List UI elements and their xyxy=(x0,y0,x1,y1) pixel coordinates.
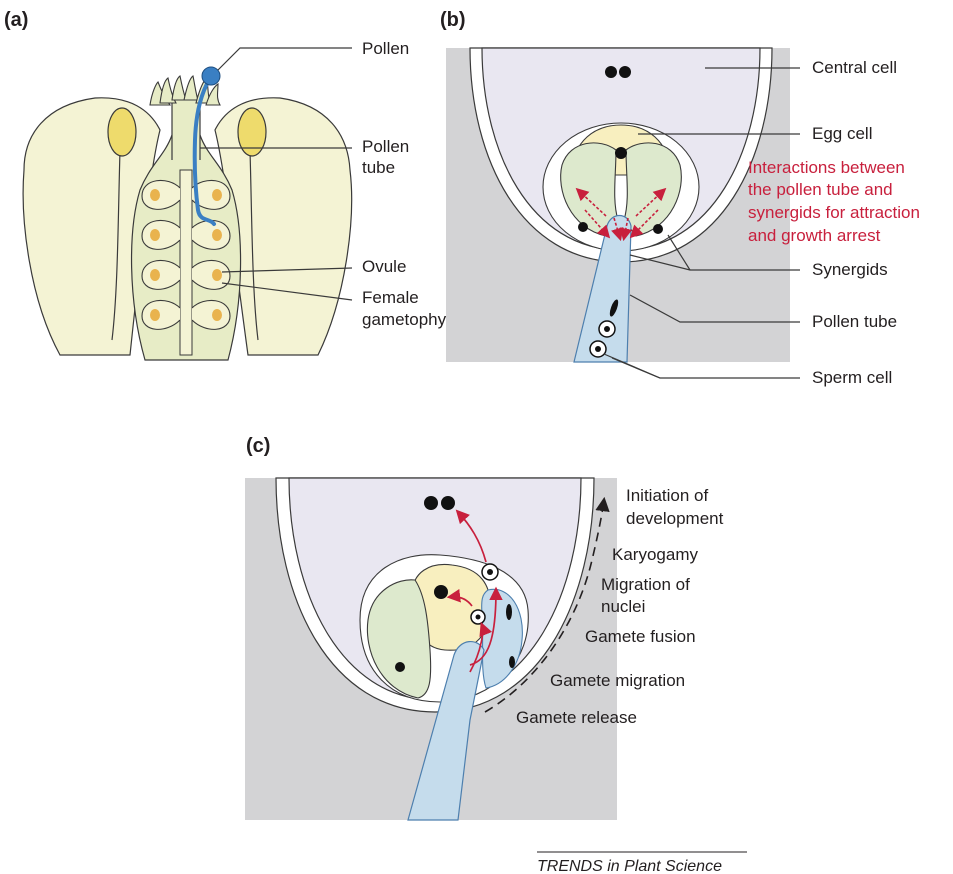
interaction-note-line4: and growth arrest xyxy=(748,226,881,245)
label-pollen-tube-line2: tube xyxy=(362,158,395,177)
panel-a-letter: (a) xyxy=(4,9,28,31)
step-initiation-line2: development xyxy=(626,509,724,528)
label-sperm-cell: Sperm cell xyxy=(812,368,892,387)
step-gamete-release: Gamete release xyxy=(516,708,637,727)
step-migration-nuclei-line1: Migration of xyxy=(601,575,690,594)
step-karyogamy: Karyogamy xyxy=(612,545,698,564)
step-migration-nuclei-line2: nuclei xyxy=(601,597,645,616)
step-gamete-migration: Gamete migration xyxy=(550,671,685,690)
nucleus-icon xyxy=(441,496,455,510)
nucleus-icon xyxy=(653,224,663,234)
panel-b-letter: (b) xyxy=(440,9,466,31)
label-central-cell: Central cell xyxy=(812,58,897,77)
step-gamete-fusion: Gamete fusion xyxy=(585,627,696,646)
left-anther xyxy=(108,108,136,156)
nucleus-icon xyxy=(395,662,405,672)
panel-c: (c) xyxy=(245,435,724,820)
nucleus-icon xyxy=(605,66,617,78)
panel-b: (b) xyxy=(440,9,920,387)
label-synergids: Synergids xyxy=(812,260,888,279)
label-ovule: Ovule xyxy=(362,257,406,276)
nucleus-icon xyxy=(434,585,448,599)
interaction-note-line2: the pollen tube and xyxy=(748,180,893,199)
right-anther xyxy=(238,108,266,156)
flower-diagram xyxy=(23,67,351,360)
nucleus-icon xyxy=(619,66,631,78)
label-pollen-tube-line1: Pollen xyxy=(362,137,409,156)
nucleus-icon xyxy=(615,147,627,159)
nucleus-icon xyxy=(424,496,438,510)
label-egg-cell: Egg cell xyxy=(812,124,872,143)
interaction-note-line1: Interactions between xyxy=(748,158,905,177)
panel-c-letter: (c) xyxy=(246,435,270,457)
pollen-grain-icon xyxy=(202,67,220,85)
interaction-note-line3: synergids for attraction xyxy=(748,203,920,222)
credit-text: TRENDS in Plant Science xyxy=(537,858,722,874)
step-initiation-line1: Initiation of xyxy=(626,486,708,505)
nucleus-icon xyxy=(578,222,588,232)
label-female-gametophyte-line2: gametophyte xyxy=(362,310,460,329)
label-pollen-tube: Pollen tube xyxy=(812,312,897,331)
panel-a: (a) xyxy=(4,9,460,360)
label-pollen: Pollen xyxy=(362,39,409,58)
label-female-gametophyte-line1: Female xyxy=(362,288,419,307)
